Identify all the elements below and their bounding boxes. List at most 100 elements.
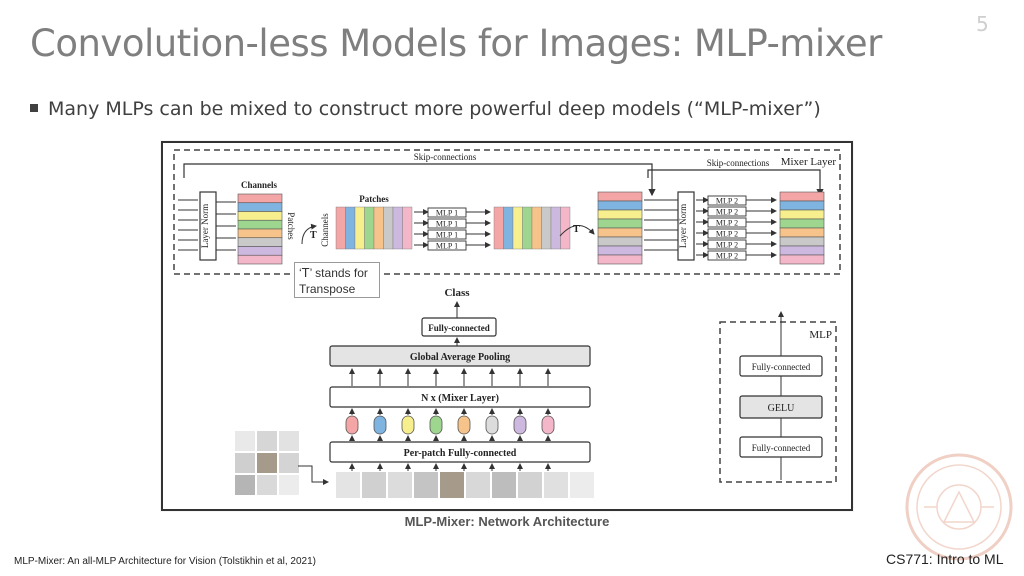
stripe: [354, 206, 365, 250]
stripe: [392, 206, 403, 250]
n-mixer-layers: [329, 386, 591, 408]
footer-reference: MLP-Mixer: An all-MLP Architecture for V…: [14, 556, 316, 567]
stripe: [597, 254, 643, 265]
per-patch-fc-label: Per-patch Fully-connected: [404, 448, 517, 459]
token-stack-1: [237, 193, 283, 265]
note-rest: ’ stands for: [309, 266, 368, 280]
patches-label: Patches: [359, 194, 389, 204]
token: [401, 415, 415, 435]
stripe: [779, 209, 825, 220]
stripe: [779, 236, 825, 247]
stripe: [237, 228, 283, 239]
stripe: [237, 202, 283, 212]
mlp-box-label: MLP 1: [436, 220, 458, 229]
slide-title: Convolution-less Models for Images: MLP-…: [30, 22, 882, 65]
patch-arrows: [349, 463, 551, 471]
token: [457, 415, 471, 435]
stripe: [237, 254, 283, 265]
note-t: T: [301, 265, 310, 280]
transpose-symbol-2: T: [573, 224, 580, 235]
mlp-detail-label: MLP: [809, 329, 832, 341]
mlp-box-label: MLP 1: [436, 242, 458, 251]
stripe: [779, 218, 825, 229]
token: [541, 415, 555, 435]
stripe: [597, 245, 643, 256]
mixer-layer-box: [173, 149, 841, 275]
token: [485, 415, 499, 435]
patches-vertical-label: Patches: [286, 212, 296, 240]
layer-norm-1-label: Layer Norm: [200, 204, 210, 248]
mlp-fully-connected-2: [739, 436, 823, 458]
token-stack-3: [779, 191, 825, 265]
stripe: [541, 206, 552, 250]
per-patch-fully-connected: [329, 441, 591, 463]
mlp-detail-box: [719, 321, 837, 483]
transposed-stack-2: [493, 206, 571, 250]
mlp-fully-connected-1: [739, 355, 823, 377]
stripe: [779, 191, 825, 202]
stripe: [383, 206, 394, 250]
stripe: [364, 206, 375, 250]
stripe: [237, 211, 283, 221]
stripe: [597, 236, 643, 247]
token-stack-2: [597, 191, 643, 265]
stripe: [531, 206, 542, 250]
stripe: [335, 206, 346, 250]
mlp-box-label: MLP 2: [716, 208, 738, 217]
mlp-fc2-label: Fully-connected: [752, 443, 811, 453]
stripe: [522, 206, 533, 250]
mlp-box-label: MLP 2: [716, 219, 738, 228]
stripe: [345, 206, 356, 250]
token-row: [345, 415, 555, 435]
bullet-square-icon: [30, 103, 38, 112]
channels-label: Channels: [241, 180, 278, 190]
stripe: [402, 206, 413, 250]
mixer-layer-label: Mixer Layer: [781, 156, 837, 168]
footer-course: CS771: Intro to ML: [886, 551, 1004, 567]
bullet-point: Many MLPs can be mixed to construct more…: [30, 98, 821, 120]
stripe: [550, 206, 561, 250]
skip-connections-label-1: Skip-connections: [414, 152, 477, 162]
patch-strip: [336, 472, 594, 498]
mlp-box-label: MLP 2: [716, 230, 738, 239]
gap-label: Global Average Pooling: [410, 352, 510, 363]
gelu-label: GELU: [768, 403, 795, 414]
mlp2-group: MLP 2 MLP 2 MLP 2 MLP 2 MLP 2 MLP 2: [696, 195, 777, 261]
transpose-symbol-1: T: [310, 230, 317, 241]
stripe: [503, 206, 514, 250]
slide-number: 5: [976, 12, 989, 36]
stripe: [779, 254, 825, 265]
stripe: [597, 218, 643, 229]
stripe: [237, 193, 283, 204]
mlp-box-label: MLP 1: [436, 209, 458, 218]
gap-arrows: [349, 368, 551, 386]
mlp-box-label: MLP 2: [716, 197, 738, 206]
note-open-quote: ‘: [299, 266, 302, 280]
class-label: Class: [444, 287, 470, 299]
mlp-box-label: MLP 1: [436, 231, 458, 240]
layer-norm-2-label: Layer Norm: [678, 204, 688, 248]
token-arrows: [349, 435, 551, 441]
stripe: [237, 237, 283, 247]
architecture-diagram: Mixer Layer Skip-connections Skip-connec…: [161, 141, 853, 511]
mlp-box-label: MLP 2: [716, 252, 738, 261]
stripe: [597, 227, 643, 238]
mlp-mixer-architecture-figure: Mixer Layer Skip-connections Skip-connec…: [160, 140, 854, 512]
skip-connections-label-2: Skip-connections: [707, 158, 770, 168]
global-average-pooling: [329, 345, 591, 367]
mlp-box-label: MLP 2: [716, 241, 738, 250]
bullet-text: Many MLPs can be mixed to construct more…: [48, 98, 821, 120]
token: [373, 415, 387, 435]
stripe: [512, 206, 523, 250]
seal-icon: [905, 453, 1013, 561]
stripe: [597, 209, 643, 220]
input-image-grid: [234, 430, 299, 495]
institute-seal-logo: [904, 452, 1014, 566]
head-fully-connected: [421, 317, 497, 337]
mixer-arrows: [349, 408, 551, 415]
stripe: [597, 200, 643, 211]
layer-norm-2: [677, 191, 695, 261]
stripe: [237, 246, 283, 256]
stripe: [493, 206, 504, 250]
